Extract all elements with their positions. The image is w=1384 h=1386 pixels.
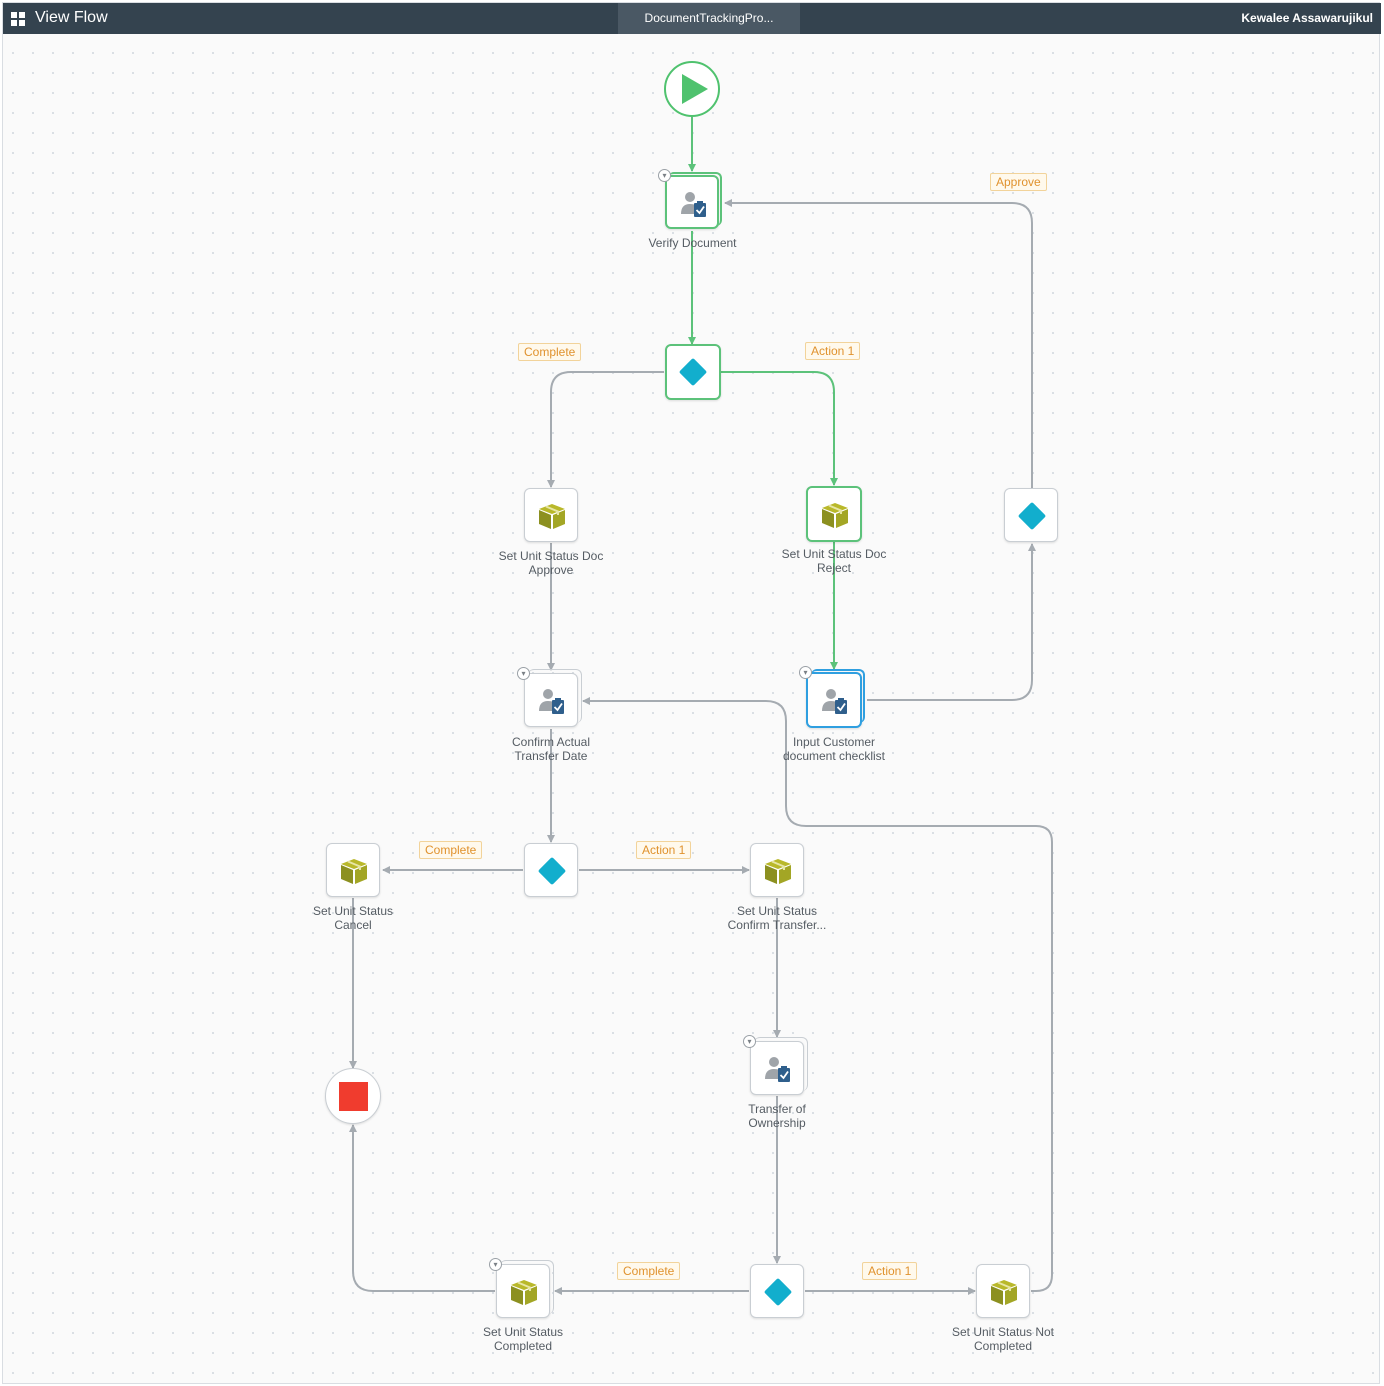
package-icon: [511, 1280, 537, 1305]
decision-node-3[interactable]: [750, 1264, 804, 1318]
top-bar: View Flow DocumentTrackingPro... Kewalee…: [3, 3, 1381, 34]
condition-label-complete[interactable]: Complete: [518, 343, 582, 361]
transfer-ownership-label-1: Transfer of: [748, 1102, 806, 1116]
set-status-completed-label-1: Set Unit Status: [482, 1325, 564, 1339]
decision-node-approve[interactable]: [1004, 488, 1058, 542]
app-grid-icon[interactable]: [10, 11, 26, 27]
confirm-transfer-date-node[interactable]: [524, 669, 582, 727]
set-status-not-completed-node[interactable]: [976, 1264, 1030, 1318]
set-status-doc-reject-label-2: Reject: [816, 561, 851, 575]
verify-document-label: Verify Document: [648, 236, 737, 250]
edge-decisionapprove-verify: [724, 199, 1033, 488]
confirm-transfer-date-label-1: Confirm Actual: [511, 735, 591, 749]
condition-label-approve[interactable]: Approve: [990, 173, 1047, 191]
end-event[interactable]: [325, 1068, 381, 1124]
transfer-ownership-node[interactable]: [750, 1037, 808, 1095]
edge-decision1-approve: [547, 371, 664, 488]
verify-document-node[interactable]: [665, 172, 722, 229]
decision-node-2[interactable]: [524, 843, 578, 897]
input-customer-checklist-node[interactable]: [806, 669, 865, 728]
set-status-not-completed-label-2: Completed: [973, 1339, 1033, 1353]
set-status-confirm-transfer-label-2: Confirm Transfer...: [727, 918, 827, 932]
set-status-doc-approve-label-1: Set Unit Status Doc: [498, 549, 604, 563]
edge-decision1-reject: [720, 371, 838, 486]
collapse-toggle-icon[interactable]: ▾: [743, 1035, 756, 1048]
confirm-transfer-date-label-2: Transfer Date: [514, 749, 588, 763]
edge-input-decisionapprove: [867, 543, 1036, 701]
user-task-icon: [681, 192, 706, 217]
set-status-doc-approve-label-2: Approve: [528, 563, 574, 577]
package-icon: [539, 504, 565, 529]
set-status-confirm-transfer-label-1: Set Unit Status: [736, 904, 818, 918]
input-customer-checklist-label-2: document checklist: [782, 749, 886, 763]
set-status-confirm-transfer-node[interactable]: [750, 843, 804, 897]
package-icon: [341, 859, 367, 884]
start-event[interactable]: [664, 61, 720, 117]
transfer-ownership-label-2: Ownership: [748, 1116, 806, 1130]
set-status-cancel-label-2: Cancel: [334, 918, 372, 932]
collapse-toggle-icon[interactable]: ▾: [799, 666, 812, 679]
tab-document[interactable]: DocumentTrackingPro...: [618, 3, 800, 34]
set-status-doc-approve-node[interactable]: [524, 488, 578, 542]
collapse-toggle-icon[interactable]: ▾: [658, 169, 671, 182]
play-icon: [682, 74, 708, 104]
decision-diamond-icon: [537, 856, 567, 886]
input-customer-checklist-label-1: Input Customer: [792, 735, 876, 749]
set-status-cancel-label-1: Set Unit Status: [312, 904, 394, 918]
decision-node-1[interactable]: [665, 344, 721, 400]
decision-diamond-icon: [1017, 501, 1047, 531]
user-task-icon: [539, 689, 564, 714]
user-task-icon: [822, 689, 847, 714]
condition-label-action1[interactable]: Action 1: [862, 1262, 918, 1280]
collapse-toggle-icon[interactable]: ▾: [517, 667, 530, 680]
edge-completed-end: [349, 1124, 495, 1292]
condition-label-complete[interactable]: Complete: [617, 1262, 681, 1280]
page-title: View Flow: [35, 9, 108, 26]
decision-diamond-icon: [678, 357, 708, 387]
package-icon: [991, 1280, 1017, 1305]
set-status-completed-label-2: Completed: [493, 1339, 553, 1353]
stop-icon: [339, 1082, 368, 1111]
package-icon: [822, 503, 848, 528]
set-status-not-completed-label-1: Set Unit Status Not: [951, 1325, 1055, 1339]
edge-notcompleted-confirm: [582, 697, 1053, 1292]
set-status-completed-node[interactable]: [496, 1260, 554, 1318]
condition-label-action1[interactable]: Action 1: [805, 342, 861, 360]
condition-label-action1[interactable]: Action 1: [636, 841, 692, 859]
package-icon: [765, 859, 791, 884]
set-status-cancel-node[interactable]: [326, 843, 380, 897]
condition-label-complete[interactable]: Complete: [419, 841, 483, 859]
set-status-doc-reject-label-1: Set Unit Status Doc: [781, 547, 887, 561]
set-status-doc-reject-node[interactable]: [806, 486, 862, 542]
user-task-icon: [765, 1057, 790, 1082]
decision-diamond-icon: [763, 1277, 793, 1307]
collapse-toggle-icon[interactable]: ▾: [489, 1258, 502, 1271]
user-name[interactable]: Kewalee Assawarujikul: [1241, 11, 1373, 25]
